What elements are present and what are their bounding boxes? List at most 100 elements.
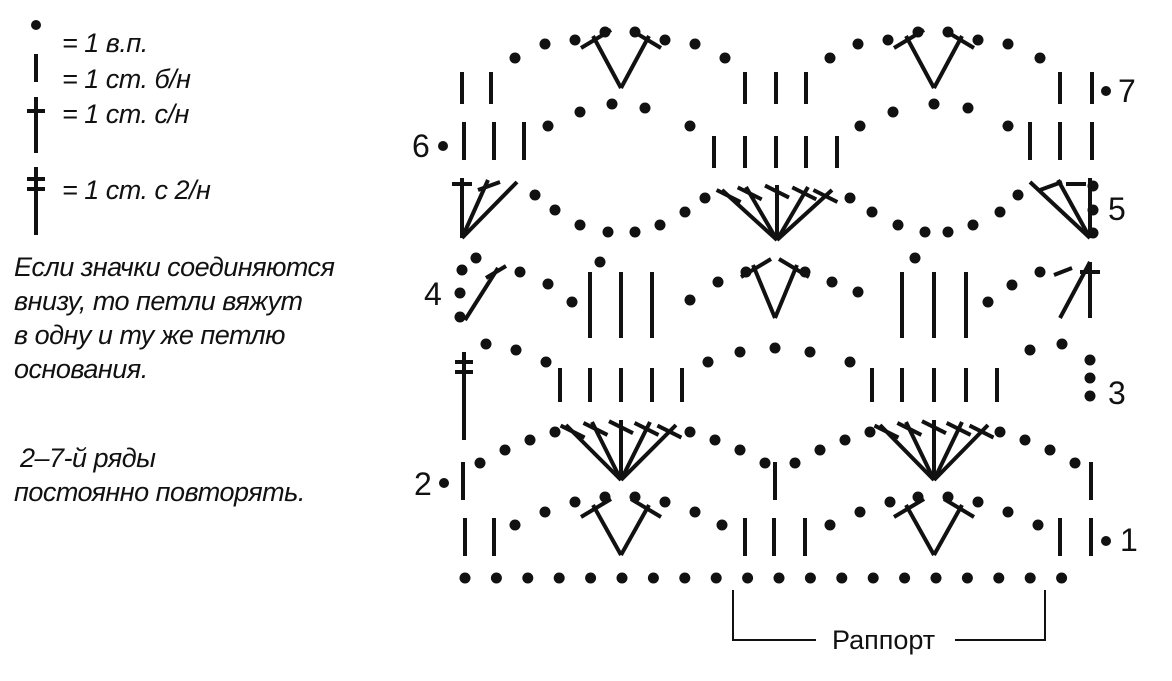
chain-dot — [919, 226, 931, 238]
chain-dot — [742, 572, 754, 584]
stitch-stroke — [629, 28, 663, 50]
chain-dot — [866, 206, 878, 218]
chain-dot — [982, 296, 994, 308]
chain-dot — [539, 506, 551, 518]
note-join: Если значки соединяются внизу, то петли … — [14, 250, 335, 386]
chain-dot — [972, 496, 984, 508]
chain-dot — [499, 444, 511, 456]
chain-dot — [679, 572, 691, 584]
chain-dot — [942, 226, 954, 238]
stitch-stroke — [777, 257, 811, 279]
stitch-stroke — [579, 28, 613, 50]
stitch-stroke — [1039, 180, 1063, 192]
chain-dot — [569, 34, 581, 46]
row-dot — [1101, 86, 1111, 96]
chain-dot — [684, 294, 696, 306]
row-label-7: 7 — [1118, 73, 1136, 109]
chain-dot — [454, 287, 466, 299]
chain-dot — [887, 106, 899, 118]
chain-dot — [616, 572, 628, 584]
row-dot — [1101, 536, 1111, 546]
stitch-stroke — [921, 419, 947, 435]
row-label-5: 5 — [1108, 191, 1126, 227]
chain-dot — [1032, 519, 1044, 531]
legend-text-chain: = 1 в.п. — [62, 28, 148, 58]
stitch-stroke — [484, 264, 508, 280]
chain-dot — [684, 120, 696, 132]
chain-dot — [814, 444, 826, 456]
chain-dot — [844, 356, 856, 368]
chain-dot — [490, 572, 502, 584]
stitch-stroke — [942, 497, 976, 519]
chain-dot — [1024, 344, 1036, 356]
chain-dot — [679, 206, 691, 218]
chain-dot — [654, 219, 666, 231]
stitch-stroke — [892, 497, 926, 519]
single-crochet-icon — [34, 54, 38, 82]
chain-dot — [689, 38, 701, 50]
note-repeat: 2–7-й ряды постоянно повторять. — [14, 441, 305, 509]
chain-dot — [1056, 338, 1068, 350]
stitch-stroke — [477, 180, 501, 192]
chain-dot — [854, 506, 866, 518]
chain-dot — [529, 189, 541, 201]
chain-dot — [1044, 444, 1056, 456]
chain-dot — [549, 204, 561, 216]
chain-dot — [639, 102, 651, 114]
rapport-label: Раппорт — [832, 625, 935, 655]
chain-dot — [967, 219, 979, 231]
chain-dot — [824, 519, 836, 531]
chain-dot — [1024, 572, 1036, 584]
chain-dot — [994, 206, 1006, 218]
stitch-stroke — [764, 183, 790, 200]
chain-dot — [719, 52, 731, 64]
chain-dot — [928, 98, 940, 110]
note-repeat-line: 2–7-й ряды — [20, 443, 156, 473]
chain-dot — [659, 496, 671, 508]
chain-dot — [459, 572, 471, 584]
chain-dot — [1084, 354, 1096, 366]
chain-dot — [962, 102, 974, 114]
chain-dot — [1084, 390, 1096, 402]
chain-dot — [1002, 120, 1014, 132]
chain-dot — [524, 434, 536, 446]
legend-text-treble: = 1 ст. с 2/н — [62, 175, 211, 205]
chain-dot — [566, 296, 578, 308]
chain-dot — [1034, 266, 1046, 278]
chain-dot — [854, 120, 866, 132]
treble-crochet-icon — [27, 167, 45, 235]
chain-dot — [759, 457, 771, 469]
chain-dot — [1019, 434, 1031, 446]
stitch-stroke — [942, 28, 976, 50]
chart-chain-stitches — [454, 26, 1099, 584]
row-labels: 1 2 3 4 5 6 7 — [412, 73, 1138, 558]
stitch-stroke — [751, 264, 777, 319]
stitch-stroke — [775, 188, 834, 242]
stitch-stroke — [591, 35, 623, 89]
chain-dot — [804, 572, 816, 584]
chain-dot — [1002, 38, 1014, 50]
double-crochet-icon — [27, 97, 45, 153]
chain-dot — [480, 338, 492, 350]
stitch-stroke — [559, 423, 586, 440]
stitch-stroke — [968, 423, 995, 440]
stitch-stroke — [791, 185, 818, 202]
chain-dot — [602, 226, 614, 238]
chain-dot — [1056, 572, 1068, 584]
chain-dot — [540, 356, 552, 368]
stitch-stroke — [1056, 179, 1092, 239]
chain-dot — [549, 426, 561, 438]
chain-dot — [826, 276, 838, 288]
stitch-stroke — [619, 35, 651, 89]
row-label-4: 4 — [424, 276, 442, 312]
row-dot — [439, 478, 449, 488]
chain-dot — [712, 276, 724, 288]
chain-dot — [574, 219, 586, 231]
stitch-stroke — [591, 504, 623, 556]
chain-dot — [1069, 457, 1081, 469]
chain-dot — [509, 52, 521, 64]
chain-dot — [454, 311, 466, 323]
chain-dot — [909, 252, 921, 264]
chain-dot — [456, 264, 468, 276]
chain-dot — [993, 572, 1005, 584]
